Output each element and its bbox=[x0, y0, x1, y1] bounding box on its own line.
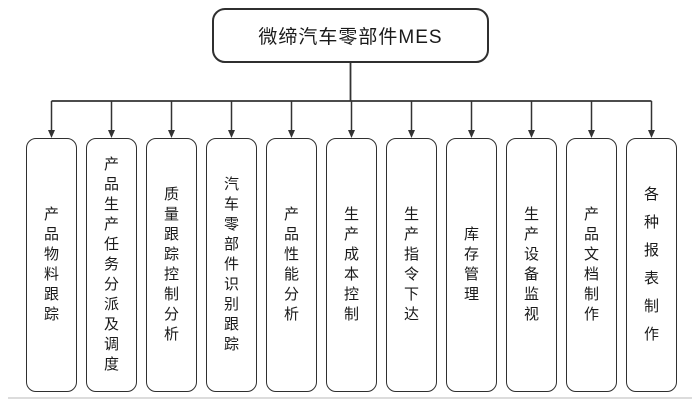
branch-box: 生 产 设 备 监 视 bbox=[506, 138, 557, 392]
branch-label: 产 品 生 产 任 务 分 派 及 调 度 bbox=[103, 156, 119, 373]
branch-box: 产 品 物 料 跟 踪 bbox=[26, 138, 77, 392]
root-node: 微缔汽车零部件MES bbox=[212, 8, 489, 63]
branch-box: 库 存 管 理 bbox=[446, 138, 497, 392]
branch-box: 生 产 指 令 下 达 bbox=[386, 138, 437, 392]
branch-label: 各 种 报 表 制 作 bbox=[643, 186, 659, 343]
branch-label: 产 品 性 能 分 析 bbox=[283, 206, 299, 323]
branch-box: 产 品 性 能 分 析 bbox=[266, 138, 317, 392]
branch-box: 产 品 生 产 任 务 分 派 及 调 度 bbox=[86, 138, 137, 392]
root-node-label: 微缔汽车零部件MES bbox=[258, 27, 443, 48]
branch-label: 生 产 成 本 控 制 bbox=[343, 206, 359, 323]
bottom-divider bbox=[8, 397, 692, 399]
branch-box: 生 产 成 本 控 制 bbox=[326, 138, 377, 392]
branch-box: 汽 车 零 部 件 识 别 跟 踪 bbox=[206, 138, 257, 392]
branch-box: 产 品 文 档 制 作 bbox=[566, 138, 617, 392]
branch-box: 各 种 报 表 制 作 bbox=[626, 138, 677, 392]
branch-label: 汽 车 零 部 件 识 别 跟 踪 bbox=[223, 176, 239, 353]
branch-label: 质 量 跟 踪 控 制 分 析 bbox=[163, 186, 179, 343]
branch-label: 生 产 指 令 下 达 bbox=[403, 206, 419, 323]
branch-label: 生 产 设 备 监 视 bbox=[523, 206, 539, 323]
branch-label: 产 品 物 料 跟 踪 bbox=[43, 206, 59, 323]
branch-box: 质 量 跟 踪 控 制 分 析 bbox=[146, 138, 197, 392]
branch-label: 库 存 管 理 bbox=[463, 226, 479, 303]
branch-label: 产 品 文 档 制 作 bbox=[583, 206, 599, 323]
